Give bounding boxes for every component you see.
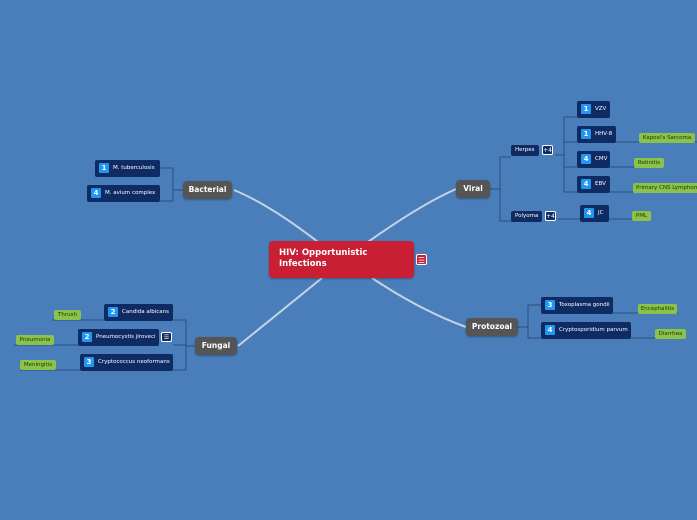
note-retinitis[interactable]: Retinitis xyxy=(634,158,664,168)
priority-badge: 2 xyxy=(82,331,92,342)
priority-badge: 2 xyxy=(108,306,118,317)
link-protozoal-children xyxy=(518,304,541,339)
branch-protozoal[interactable]: Protozoal xyxy=(466,318,518,336)
group-herpes[interactable]: Herpes xyxy=(511,145,539,156)
note-meningitis[interactable]: Meningitis xyxy=(20,360,56,370)
priority-badge: 3 xyxy=(84,356,94,367)
note-pml[interactable]: PML xyxy=(632,211,651,221)
priority-badge: 4 xyxy=(545,324,555,335)
priority-badge: 4 xyxy=(91,187,101,198)
priority-badge: 3 xyxy=(545,299,555,310)
group-polyoma[interactable]: Polyoma xyxy=(511,211,543,222)
plus-icon[interactable]: +4 xyxy=(545,211,556,221)
note-diarrhea[interactable]: Diarrhea xyxy=(655,329,686,339)
priority-badge: 4 xyxy=(584,207,594,218)
link-root-viral xyxy=(367,188,457,243)
link-root-bacterial xyxy=(233,189,319,243)
note-icon[interactable]: ☰ xyxy=(161,332,172,342)
priority-badge: 1 xyxy=(581,128,591,139)
link-root-protozoal xyxy=(371,277,467,328)
note-encephalitis[interactable]: Encephalitis xyxy=(638,304,677,314)
note-icon[interactable]: ☰ xyxy=(416,254,427,265)
priority-badge: 1 xyxy=(99,162,109,173)
priority-badge: 4 xyxy=(581,178,591,189)
link-viral-notes xyxy=(609,141,697,220)
branch-viral[interactable]: Viral xyxy=(456,180,490,198)
branch-bacterial[interactable]: Bacterial xyxy=(183,181,232,199)
priority-badge: 1 xyxy=(581,103,591,114)
note-thrush[interactable]: Thrush xyxy=(54,310,81,320)
note-pneumonia[interactable]: Pneumonia xyxy=(16,335,54,345)
root-title: HIV: Opportunistic Infections xyxy=(279,248,368,269)
note-primary-cns-lymphoma[interactable]: Primary CNS Lymphoma xyxy=(633,183,697,193)
note-kaposis-sarcoma[interactable]: Kaposi's Sarcoma xyxy=(639,133,695,143)
link-root-fungal xyxy=(237,277,323,347)
link-herpes-children xyxy=(555,116,577,193)
link-viral-children xyxy=(490,156,511,222)
priority-badge: 4 xyxy=(581,153,591,164)
link-fungal-children xyxy=(173,319,195,371)
link-bacterial-children xyxy=(160,167,183,202)
plus-icon[interactable]: +4 xyxy=(542,145,553,155)
link-fungal-notes xyxy=(14,319,104,371)
root-topic[interactable]: HIV: Opportunistic Infections xyxy=(269,241,414,278)
branch-fungal[interactable]: Fungal xyxy=(195,337,237,355)
